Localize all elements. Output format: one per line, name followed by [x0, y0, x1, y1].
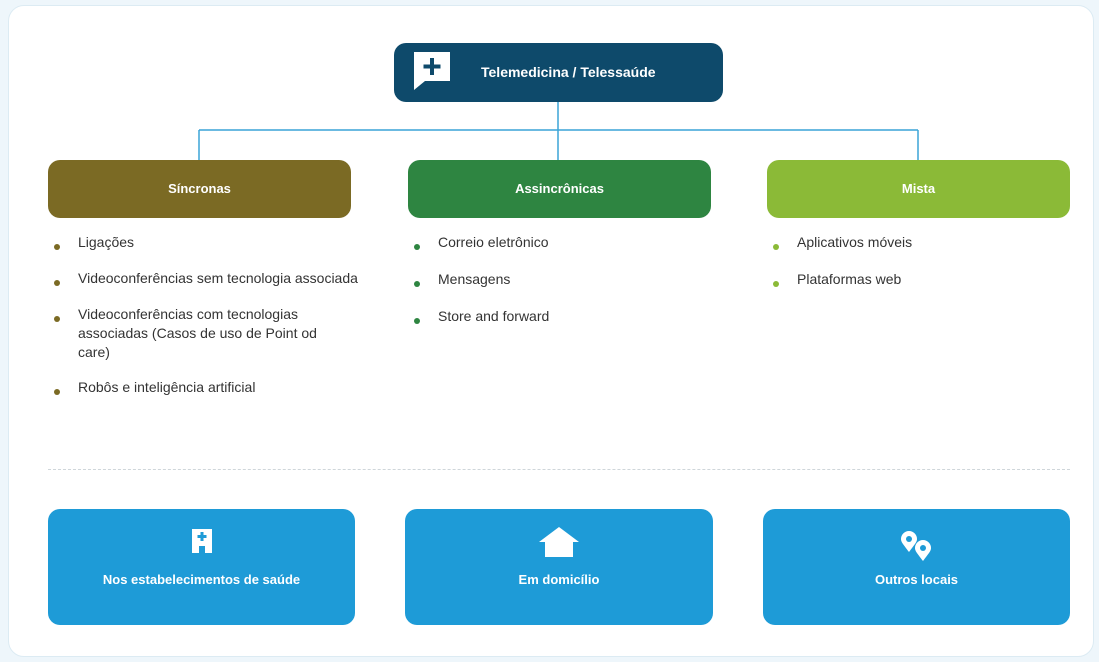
location-card-estabelecimentos: Nos estabelecimentos de saúde: [48, 509, 355, 625]
bullet-dot: [414, 281, 420, 287]
list-item: Videoconferências sem tecnologia associa…: [49, 269, 359, 288]
bullet-dot: [414, 318, 420, 324]
mista-list: Aplicativos móveis Plataformas web: [768, 233, 1068, 307]
location-card-outros: Outros locais: [763, 509, 1070, 625]
list-item: Aplicativos móveis: [768, 233, 1068, 252]
map-pins-icon: [900, 531, 931, 561]
bullet-dot: [414, 244, 420, 250]
section-divider: [48, 469, 1070, 470]
bullet-dot: [54, 280, 60, 286]
list-item: Correio eletrônico: [409, 233, 709, 252]
home-icon: [539, 527, 579, 557]
list-item-text: Videoconferências sem tecnologia associa…: [78, 270, 358, 286]
category-mista: Mista: [767, 160, 1070, 218]
bullet-dot: [773, 244, 779, 250]
list-item: Ligações: [49, 233, 359, 252]
location-label: Em domicílio: [518, 572, 600, 587]
chat-plus-icon: [414, 52, 450, 90]
list-item: Store and forward: [409, 307, 709, 326]
assincronicas-list: Correio eletrônico Mensagens Store and f…: [409, 233, 709, 344]
hospital-icon: [191, 529, 212, 553]
list-item-text: Videoconferências com tecnologias associ…: [78, 306, 317, 360]
list-item: Robôs e inteligência artificial: [49, 378, 359, 397]
sincronas-list: Ligações Videoconferências sem tecnologi…: [49, 233, 359, 415]
list-item-text: Mensagens: [438, 271, 511, 287]
location-label: Nos estabelecimentos de saúde: [102, 572, 301, 587]
list-item-text: Robôs e inteligência artificial: [78, 379, 256, 395]
list-item: Plataformas web: [768, 270, 1068, 289]
list-item-text: Aplicativos móveis: [797, 234, 913, 250]
list-item-text: Ligações: [78, 234, 135, 250]
list-item: Mensagens: [409, 270, 709, 289]
bullet-dot: [54, 389, 60, 395]
root-label: Telemedicina / Telessaúde: [481, 64, 656, 80]
root-node: Telemedicina / Telessaúde: [394, 43, 723, 102]
bullet-dot: [54, 316, 60, 322]
location-label: Outros locais: [874, 572, 959, 587]
list-item-text: Plataformas web: [797, 271, 902, 287]
bullet-dot: [773, 281, 779, 287]
list-item-text: Store and forward: [438, 308, 550, 324]
location-card-domicilio: Em domicílio: [405, 509, 713, 625]
category-assincronicas: Assincrônicas: [408, 160, 711, 218]
bullet-dot: [54, 244, 60, 250]
list-item-text: Correio eletrônico: [438, 234, 549, 250]
category-sincronas: Síncronas: [48, 160, 351, 218]
list-item: Videoconferências com tecnologias associ…: [49, 305, 329, 362]
